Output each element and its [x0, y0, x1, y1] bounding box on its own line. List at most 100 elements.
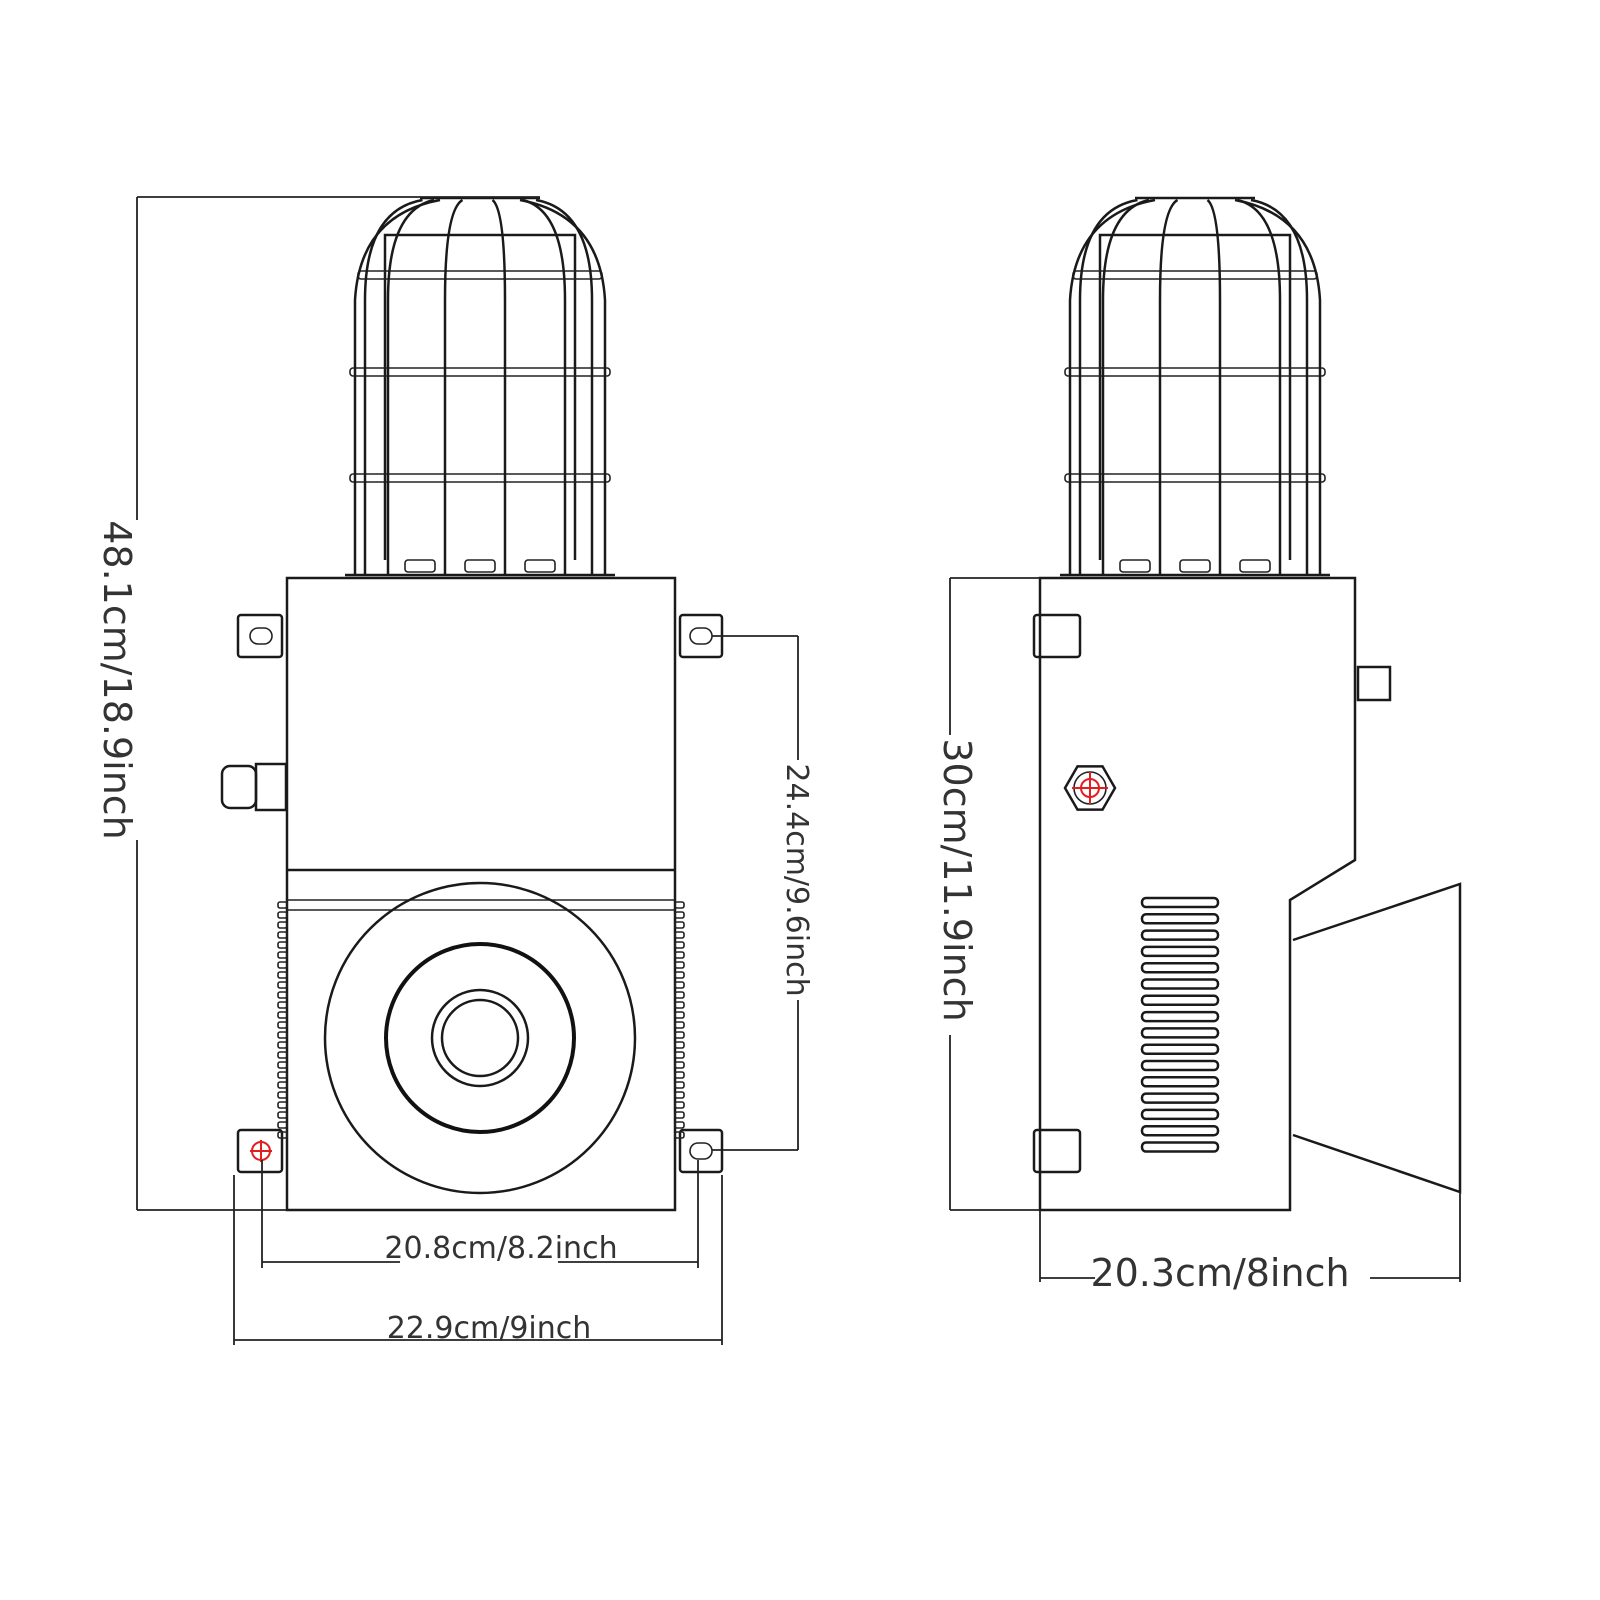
cage-screw [1179, 559, 1211, 573]
louver-slot [1140, 978, 1220, 990]
louver-slot [1140, 1010, 1220, 1023]
fin [277, 1091, 288, 1099]
louver-slot [1140, 1043, 1220, 1055]
louver-slot [1140, 1092, 1220, 1104]
cage-bar [1237, 198, 1282, 575]
fin [674, 1101, 685, 1109]
cage-outer-bar [519, 198, 607, 575]
fin [277, 1041, 288, 1049]
cage-ring [349, 367, 611, 377]
fin [277, 921, 288, 929]
fin [674, 961, 685, 969]
cage-screw [524, 559, 556, 573]
fin [674, 901, 685, 909]
fin [674, 1001, 685, 1009]
cage-bar [443, 198, 464, 575]
label-body-height: 30cm/11.9inch [935, 738, 979, 1021]
front-view [220, 196, 724, 1212]
fin [277, 1011, 288, 1019]
fin [674, 1131, 685, 1139]
louver-slot [1140, 929, 1220, 941]
cage-outer-bar [1068, 198, 1156, 575]
lens [1098, 233, 1292, 560]
fin [674, 951, 685, 959]
dim-depth: 20.3cm/8inch [1039, 1192, 1461, 1295]
fin [277, 1051, 288, 1059]
fin [277, 1021, 288, 1029]
fin [277, 961, 288, 969]
fin [674, 1031, 685, 1039]
fin [277, 1001, 288, 1009]
cage-screw [1239, 559, 1271, 573]
fin [277, 971, 288, 979]
label-depth: 20.3cm/8inch [1090, 1251, 1349, 1295]
louver-slot [1140, 913, 1220, 925]
label-total-height: 48.1cm/18.9inch [95, 520, 139, 840]
fin [674, 1071, 685, 1079]
louver-slot [1140, 945, 1220, 958]
fin [674, 1111, 685, 1119]
fin [277, 1081, 288, 1089]
fin [277, 1111, 288, 1119]
fin [674, 1081, 685, 1089]
fin [277, 931, 288, 939]
fin [674, 1051, 685, 1059]
side-ear-top [1032, 613, 1082, 659]
cable-gland [220, 762, 288, 812]
fin [277, 941, 288, 949]
fin [674, 1091, 685, 1099]
fin [674, 971, 685, 979]
louver-slot [1140, 1141, 1220, 1153]
fin [674, 1061, 685, 1069]
fin [277, 1121, 288, 1129]
cage-screw [404, 559, 436, 573]
side-button [1356, 665, 1392, 702]
fin [674, 1041, 685, 1049]
louver-slot [1140, 1108, 1220, 1121]
fin [674, 1011, 685, 1019]
cage-ring [349, 473, 611, 483]
louver-slot [1140, 896, 1220, 909]
cage-bar [535, 198, 594, 575]
horn [1292, 882, 1462, 1194]
fin [277, 951, 288, 959]
fin [674, 941, 685, 949]
fin [674, 921, 685, 929]
lens [383, 233, 577, 560]
front-light-cage [345, 196, 615, 577]
cage-bar [363, 198, 423, 575]
dim-mount-vertical: 24.4cm/9.6inch [712, 635, 814, 1151]
dim-total-height: 48.1cm/18.9inch [95, 196, 540, 1211]
fin [674, 911, 685, 919]
fin [277, 901, 288, 909]
fin [277, 1061, 288, 1069]
fin [674, 1021, 685, 1029]
louver-slot [1140, 1059, 1220, 1072]
cage-ring [1064, 367, 1326, 377]
cage-bar [1206, 199, 1222, 575]
mount-ear-top-left [236, 613, 284, 659]
dim-body-height: 30cm/11.9inch [935, 577, 1040, 1211]
label-overall-width: 22.9cm/9inch [387, 1311, 592, 1346]
front-body [285, 576, 677, 1212]
fin [674, 931, 685, 939]
cage-bar [1078, 198, 1138, 575]
cage-screw [464, 559, 496, 573]
cage-bar [1250, 198, 1309, 575]
side-light-cage [1060, 196, 1330, 577]
cage-bar [522, 198, 567, 575]
cage-screw [1119, 559, 1151, 573]
side-view [1032, 196, 1462, 1212]
cage-outer-bar [353, 198, 441, 575]
speaker [323, 881, 637, 1195]
louver-slot [1140, 1076, 1220, 1088]
fin [277, 981, 288, 989]
fin [277, 1071, 288, 1079]
fin [277, 991, 288, 999]
side-body [1038, 576, 1357, 1212]
label-mount-vertical: 24.4cm/9.6inch [779, 763, 814, 996]
dim-overall-width: 22.9cm/9inch [233, 1175, 723, 1346]
fin [674, 1121, 685, 1129]
fin [674, 991, 685, 999]
